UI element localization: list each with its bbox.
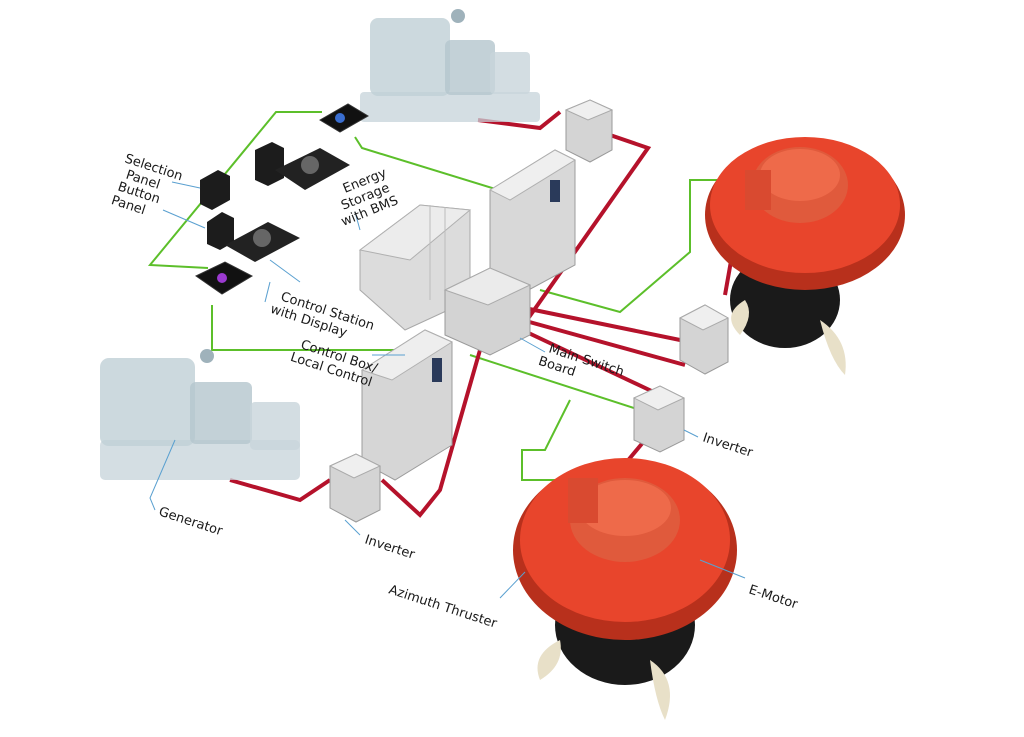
control-line-to-inverter (469, 354, 641, 411)
control-line-left-down (211, 305, 450, 351)
power-line-top-generator (477, 110, 562, 131)
inverter-right-unit (632, 385, 686, 453)
power-line-board-to-lower-inverter (380, 349, 482, 518)
power-line-generator-bottom (229, 478, 332, 503)
label-azimuth-thruster: Azimuth Thruster (387, 583, 499, 632)
selection-panel-device (200, 170, 230, 210)
control-station-lower (195, 222, 300, 295)
energy-storage-battery (358, 204, 472, 331)
inverter-upper-right-unit (678, 304, 730, 375)
inverter-left-unit (328, 453, 382, 523)
upper-azimuth-thruster (705, 137, 905, 375)
control-line-upper-thruster (539, 179, 740, 314)
label-e-motor: E-Motor (747, 583, 800, 613)
label-inverter-right: Inverter (701, 431, 755, 461)
control-line-lower-thruster (521, 399, 575, 481)
power-line-to-lower-inverter-b (517, 326, 661, 397)
main-cabinet (488, 149, 577, 301)
control-lines (147, 111, 740, 481)
leader-lines (149, 181, 746, 599)
label-generator: Generator (157, 505, 225, 540)
label-main-switch-board: Main Switch Board (536, 340, 629, 396)
control-box-cabinet (360, 329, 454, 481)
label-energy-storage: Energy Storage with BMS (328, 164, 404, 230)
control-line-station-link (354, 136, 516, 196)
label-inverter-left: Inverter (363, 533, 417, 563)
top-generator (360, 9, 540, 122)
lower-azimuth-thruster (513, 458, 737, 720)
inverter-top-unit (564, 99, 614, 163)
label-control-station: Control Station with Display (268, 288, 379, 350)
power-line-to-lower-inverter-a (514, 316, 686, 367)
bottom-generator (100, 349, 300, 480)
main-switch-board (443, 267, 532, 356)
button-panel-device (207, 212, 234, 250)
label-control-box: Control Box/ Local Control (288, 336, 383, 392)
control-station-upper (255, 103, 369, 190)
